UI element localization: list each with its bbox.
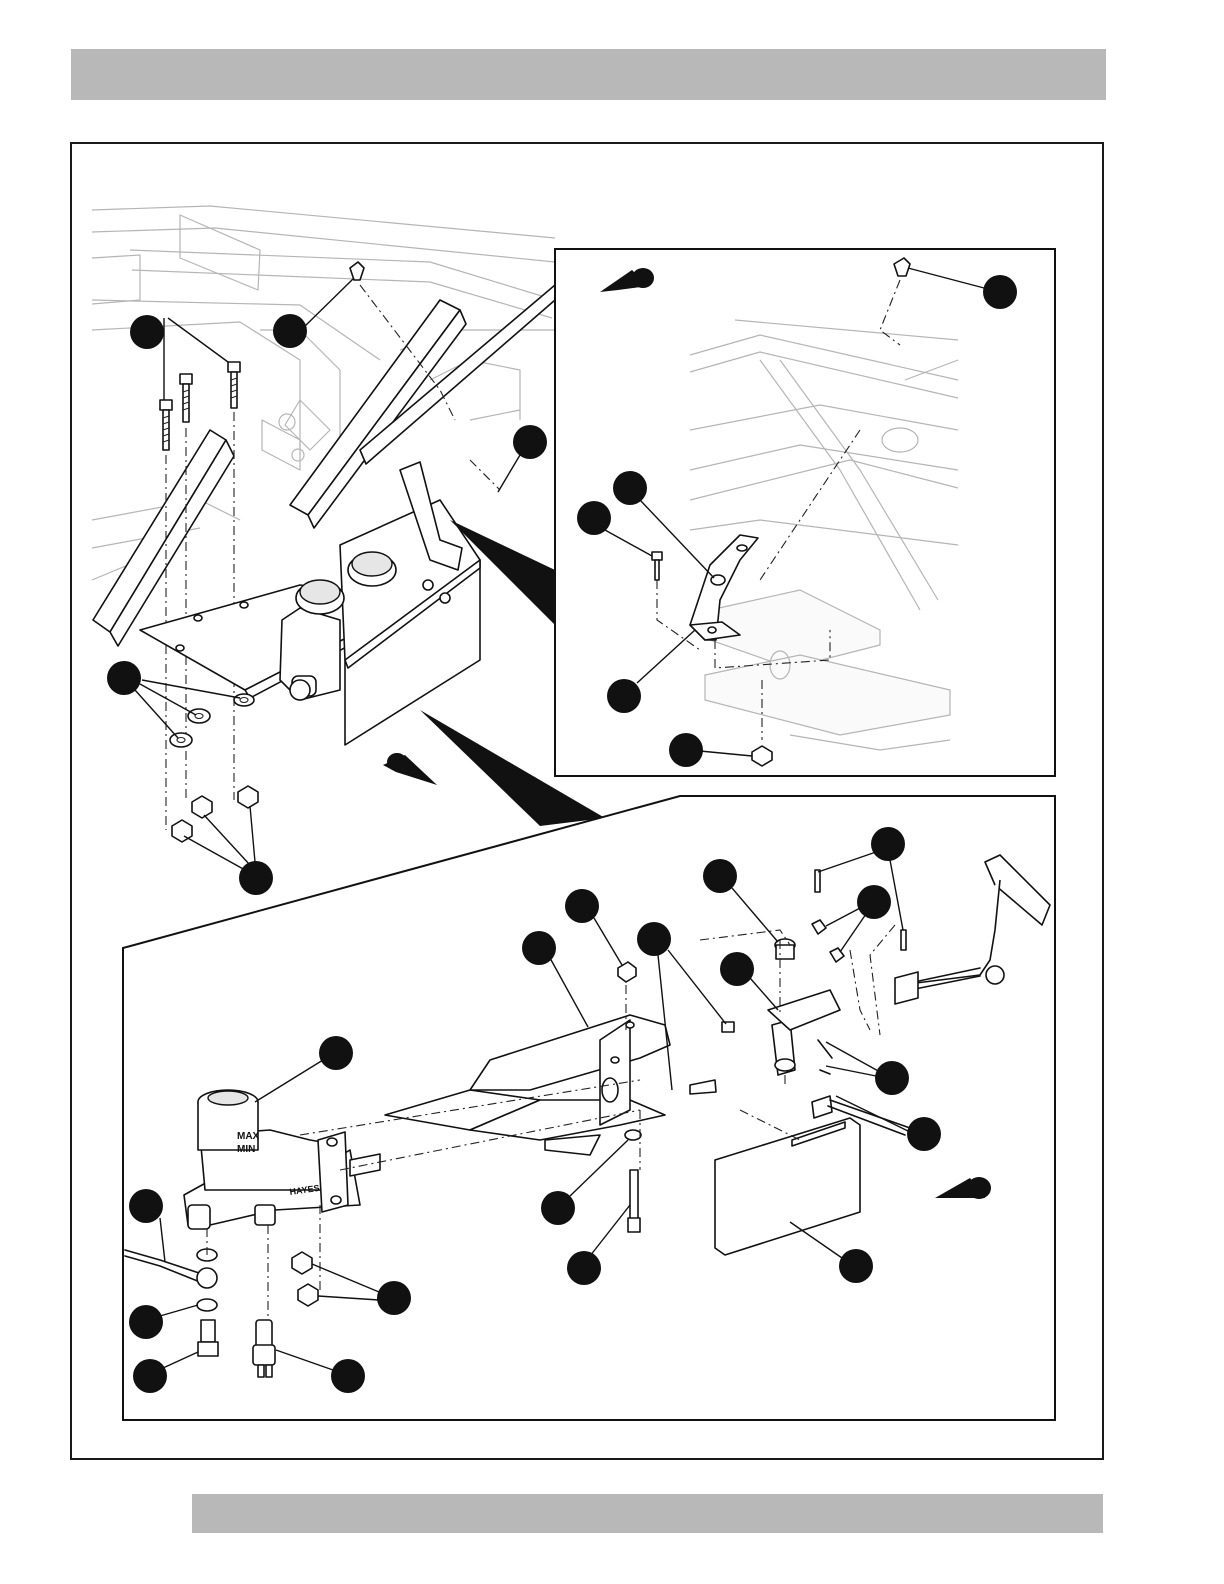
bolt-icon (180, 374, 192, 422)
direction-arrow-icon (383, 753, 437, 785)
reservoir-min-stamp: MIN (237, 1144, 255, 1155)
reservoir-max-stamp: MAX (237, 1131, 260, 1142)
callout-marker (184, 806, 273, 895)
callout-marker (498, 425, 547, 492)
bolt-icon (160, 400, 172, 450)
callout-marker (130, 315, 228, 400)
callout-marker (273, 278, 354, 348)
bolt-icon (228, 362, 240, 408)
page-footer-bar (192, 1494, 1103, 1533)
overview-washers-nuts (170, 694, 258, 842)
